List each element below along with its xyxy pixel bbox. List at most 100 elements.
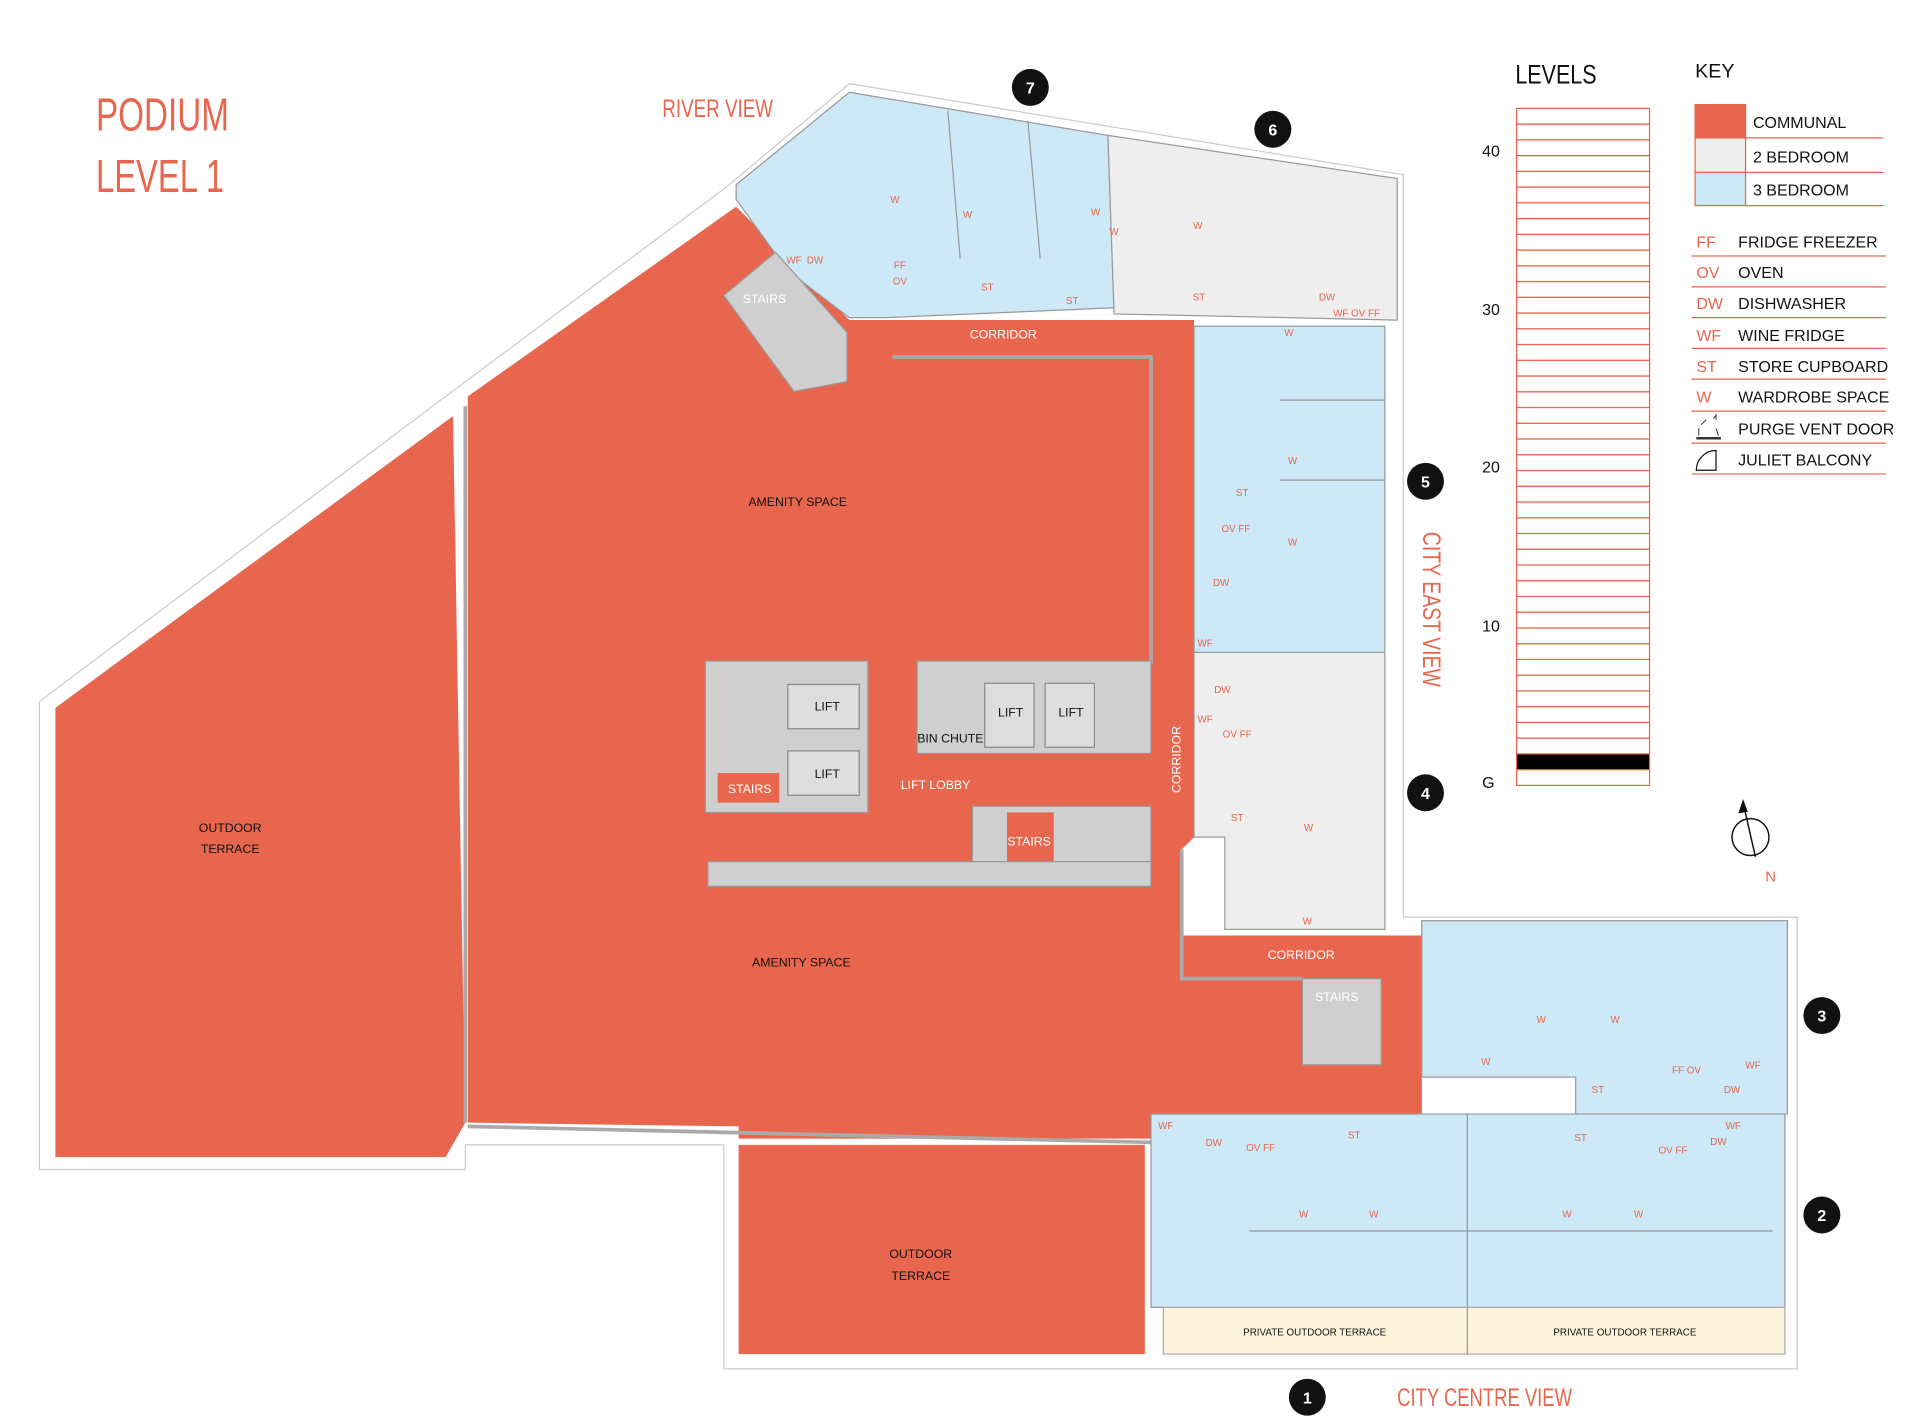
marker-5 — [1407, 462, 1444, 500]
room-label-corridor: CORRIDOR — [970, 328, 1037, 342]
level-row — [1515, 627, 1651, 645]
swatch-3-bedroom — [1694, 171, 1747, 207]
marker-label: 7 — [1026, 81, 1035, 98]
marker-label: 2 — [1817, 1208, 1826, 1225]
lift-shaft — [1044, 682, 1095, 748]
abbr: WF — [1696, 328, 1721, 345]
core-wall — [707, 861, 1152, 887]
annotation: WF — [1726, 1121, 1741, 1132]
marker-label: 6 — [1268, 122, 1277, 139]
level-row — [1515, 674, 1651, 692]
abbr-label: STORE CUPBOARD — [1738, 359, 1888, 376]
annotation: OV FF — [1221, 524, 1250, 535]
annotation: DW — [1214, 685, 1231, 696]
annotation: DW — [1710, 1137, 1727, 1148]
city-centre-view-label: CITY CENTRE VIEW — [1397, 1385, 1572, 1412]
room-label-stairs: STAIRS — [1315, 990, 1359, 1004]
level-row — [1515, 658, 1651, 676]
annotation: OV FF — [1246, 1143, 1275, 1154]
city-east-view-label: CITY EAST VIEW — [1417, 532, 1444, 688]
annotation: W — [1369, 1209, 1379, 1220]
marker-label: 4 — [1421, 786, 1430, 803]
level-row — [1515, 517, 1651, 535]
level-tick-label: 30 — [1482, 302, 1500, 319]
room-label-stairs: STAIRS — [743, 292, 787, 306]
level-row — [1515, 249, 1651, 267]
room-label-amenity: AMENITY SPACE — [752, 955, 851, 969]
unit-2bed-east — [1193, 651, 1386, 931]
annotation: W — [1193, 221, 1203, 232]
level-row — [1515, 580, 1651, 598]
level-row — [1515, 611, 1651, 629]
unit-2bed-north-east — [1107, 134, 1398, 321]
facade-wall-south — [467, 1124, 1152, 1145]
annotation: WF — [1745, 1061, 1760, 1072]
level-row — [1515, 438, 1651, 456]
annotation: W — [963, 210, 973, 221]
annotation: DW — [1319, 292, 1336, 303]
room-label-outdoor-terrace: TERRACE — [891, 1269, 950, 1283]
annotation: DW — [1724, 1085, 1741, 1096]
annotation: ST — [1348, 1131, 1361, 1142]
stairs-landing — [717, 773, 780, 803]
level-row — [1515, 296, 1651, 314]
plan-title-line1: PODIUM — [96, 88, 229, 140]
key-title: KEY — [1695, 61, 1734, 83]
annotation: ST — [1236, 488, 1249, 499]
annotation: W — [890, 195, 900, 206]
annotation: WF — [1158, 1121, 1173, 1132]
stairs-core-south-east — [1301, 978, 1382, 1066]
level-row — [1515, 532, 1651, 550]
annotation: W — [1562, 1209, 1572, 1220]
level-row — [1515, 217, 1651, 235]
annotation: DW — [807, 255, 824, 266]
level-row — [1515, 595, 1651, 613]
room-label-outdoor-terrace: TERRACE — [201, 842, 260, 856]
level-row — [1515, 107, 1651, 125]
room-label-bin-chute: BIN CHUTE — [917, 731, 983, 745]
appliance-annotations: W W W W W W W W W W W W W W W W W ST ST … — [786, 195, 1760, 1220]
marker-6 — [1254, 110, 1292, 148]
annotation: OV FF — [1658, 1145, 1687, 1156]
level-row — [1515, 721, 1651, 739]
annotation: W — [1288, 537, 1298, 548]
annotation: WF OV FF — [1333, 308, 1380, 319]
abbr: ST — [1696, 359, 1717, 376]
level-row — [1515, 454, 1651, 472]
annotation: W — [1634, 1209, 1644, 1220]
level-tick-label: 40 — [1482, 143, 1500, 160]
room-label-private-terrace: PRIVATE OUTDOOR TERRACE — [1243, 1328, 1387, 1339]
level-row — [1515, 312, 1651, 330]
annotation: W — [1537, 1015, 1547, 1026]
level-tick-label: G — [1482, 775, 1494, 792]
annotation: ST — [981, 283, 994, 294]
annotation: ST — [1592, 1085, 1605, 1096]
annotation: WF — [1198, 715, 1213, 726]
abbr-label: OVEN — [1738, 265, 1783, 282]
corridor-wall — [1179, 849, 1303, 981]
annotation: W — [1288, 456, 1298, 467]
lift-shaft — [787, 683, 860, 730]
annotation: WF — [1198, 638, 1213, 649]
annotation: ST — [1066, 296, 1079, 307]
swatch-2-bedroom — [1694, 137, 1747, 173]
compass-label: N — [1765, 869, 1776, 885]
annotation: W — [1304, 823, 1314, 834]
annotation: ST — [1574, 1133, 1587, 1144]
abbr-label: FRIDGE FREEZER — [1738, 234, 1878, 251]
amenity-wall — [892, 355, 1153, 665]
room-label-outdoor-terrace: OUTDOOR — [199, 821, 262, 835]
level-row — [1515, 737, 1651, 755]
annotation: WF — [786, 255, 801, 266]
level-row — [1515, 265, 1651, 283]
level-row — [1515, 280, 1651, 298]
levels-title: LEVELS — [1515, 59, 1596, 90]
abbr-label: WINE FRIDGE — [1738, 328, 1845, 345]
view-markers: 1 2 3 4 5 6 7 — [1011, 68, 1841, 1416]
room-label-outdoor-terrace: OUTDOOR — [889, 1247, 952, 1261]
marker-4 — [1407, 774, 1444, 812]
level-row — [1515, 690, 1651, 708]
abbr-label: WARDROBE SPACE — [1738, 390, 1889, 407]
room-label-amenity: AMENITY SPACE — [748, 495, 847, 509]
level-row — [1515, 202, 1651, 220]
